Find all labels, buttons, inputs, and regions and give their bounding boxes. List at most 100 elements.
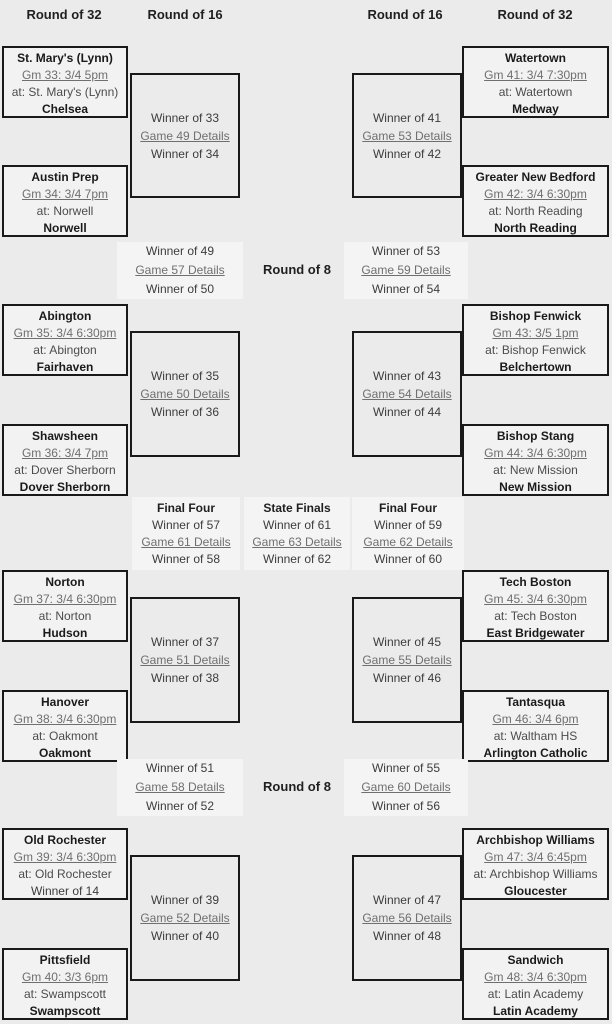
game-details-link[interactable]: Game 59 Details	[361, 263, 451, 277]
team-name: Oakmont	[38, 746, 91, 760]
final-four-title: Final Four	[379, 501, 437, 515]
winner-label: Winner of 58	[151, 552, 221, 566]
winner-label: Winner of 35	[150, 369, 220, 383]
game-details-link[interactable]: Gm 43: 3/5 1pm	[492, 326, 579, 340]
game-details-link[interactable]: Game 57 Details	[135, 263, 225, 277]
team-name: North Reading	[494, 221, 577, 235]
team-name: Belchertown	[499, 360, 572, 374]
matchup-gm-35: Abington Gm 35: 3/4 6:30pm at: Abington …	[2, 304, 128, 376]
header-round-of-16-left: Round of 16	[147, 7, 223, 22]
game-details-link[interactable]: Game 54 Details	[362, 387, 452, 401]
game-details-link[interactable]: Game 52 Details	[140, 911, 230, 925]
winner-label: Winner of 56	[371, 799, 441, 813]
team-name: Tantasqua	[505, 695, 566, 709]
venue-label: at: Dover Sherborn	[14, 463, 116, 477]
game-details-link[interactable]: Game 49 Details	[140, 128, 230, 143]
team-name: Hudson	[42, 626, 88, 640]
game-details-link[interactable]: Game 63 Details	[252, 535, 342, 549]
game-details-link[interactable]: Game 50 Details	[140, 387, 230, 401]
venue-label: at: Old Rochester	[18, 867, 112, 881]
matchup-gm-45: Tech Boston Gm 45: 3/4 6:30pm at: Tech B…	[462, 570, 609, 642]
game-details-link[interactable]: Gm 42: 3/4 6:30pm	[484, 187, 587, 201]
venue-label: at: Swampscott	[23, 987, 107, 1001]
game-details-link[interactable]: Gm 36: 3/4 7pm	[21, 446, 109, 460]
game-details-link[interactable]: Game 56 Details	[362, 911, 452, 925]
final-four-block-left: Final Four Winner of 57 Game 61 Details …	[132, 497, 240, 570]
winner-label: Winner of 59	[373, 518, 443, 532]
winner-label: Winner of 41	[372, 110, 442, 125]
matchup-gm-41: Watertown Gm 41: 3/4 7:30pm at: Watertow…	[462, 46, 609, 118]
connector-game-56: Winner of 47 Game 56 Details Winner of 4…	[352, 855, 462, 981]
connector-game-55: Winner of 45 Game 55 Details Winner of 4…	[352, 597, 462, 723]
winner-placeholder: Winner of 14	[30, 884, 100, 898]
game-details-link[interactable]: Game 55 Details	[362, 653, 452, 667]
matchup-gm-37: Norton Gm 37: 3/4 6:30pm at: Norton Huds…	[2, 570, 128, 642]
team-name: Arlington Catholic	[483, 746, 588, 760]
team-name: Hanover	[40, 695, 90, 709]
round8-block-game-60: Winner of 55 Game 60 Details Winner of 5…	[344, 759, 468, 816]
game-details-link[interactable]: Gm 39: 3/4 6:30pm	[13, 850, 117, 864]
winner-label: Winner of 62	[262, 552, 332, 566]
connector-game-53: Winner of 41 Game 53 Details Winner of 4…	[352, 73, 462, 198]
matchup-gm-40: Pittsfield Gm 40: 3/3 6pm at: Swampscott…	[2, 948, 128, 1020]
winner-label: Winner of 54	[371, 282, 441, 296]
connector-game-50: Winner of 35 Game 50 Details Winner of 3…	[130, 331, 240, 457]
winner-label: Winner of 60	[373, 552, 443, 566]
winner-label: Winner of 43	[372, 369, 442, 383]
team-name: Sandwich	[507, 953, 564, 967]
winner-label: Winner of 47	[372, 893, 442, 907]
connector-game-54: Winner of 43 Game 54 Details Winner of 4…	[352, 331, 462, 457]
matchup-gm-46: Tantasqua Gm 46: 3/4 6pm at: Waltham HS …	[462, 690, 609, 762]
game-details-link[interactable]: Gm 46: 3/4 6pm	[492, 712, 579, 726]
winner-label: Winner of 33	[150, 110, 220, 125]
winner-label: Winner of 48	[372, 929, 442, 943]
game-details-link[interactable]: Gm 48: 3/4 6:30pm	[484, 970, 587, 984]
connector-game-49: Winner of 33 Game 49 Details Winner of 3…	[130, 73, 240, 198]
matchup-gm-34: Austin Prep Gm 34: 3/4 7pm at: Norwell N…	[2, 165, 128, 237]
winner-label: Winner of 50	[145, 282, 215, 296]
matchup-gm-33: St. Mary's (Lynn) Gm 33: 3/4 5pm at: St.…	[2, 46, 128, 118]
game-details-link[interactable]: Gm 44: 3/4 6:30pm	[484, 446, 587, 460]
winner-label: Winner of 51	[145, 761, 215, 775]
venue-label: at: Waltham HS	[493, 729, 578, 743]
team-name: St. Mary's (Lynn)	[17, 51, 113, 65]
game-details-link[interactable]: Game 61 Details	[141, 535, 231, 549]
game-details-link[interactable]: Gm 38: 3/4 6:30pm	[13, 712, 117, 726]
team-name: Pittsfield	[39, 953, 91, 967]
team-name: Bishop Stang	[496, 429, 575, 443]
winner-label: Winner of 36	[150, 405, 220, 419]
team-name: Medway	[512, 102, 559, 116]
game-details-link[interactable]: Gm 35: 3/4 6:30pm	[13, 326, 117, 340]
game-details-link[interactable]: Game 51 Details	[140, 653, 230, 667]
round8-block-game-58: Winner of 51 Game 58 Details Winner of 5…	[117, 759, 243, 816]
venue-label: at: New Mission	[493, 463, 578, 477]
team-name: Tech Boston	[499, 575, 572, 589]
venue-label: at: Abington	[33, 343, 97, 357]
matchup-gm-48: Sandwich Gm 48: 3/4 6:30pm at: Latin Aca…	[462, 948, 609, 1020]
header-round-of-32-right: Round of 32	[497, 7, 573, 22]
state-finals-title: State Finals	[263, 501, 331, 515]
game-details-link[interactable]: Game 53 Details	[362, 128, 452, 143]
game-details-link[interactable]: Gm 40: 3/3 6pm	[21, 970, 109, 984]
game-details-link[interactable]: Game 60 Details	[361, 780, 451, 794]
matchup-gm-38: Hanover Gm 38: 3/4 6:30pm at: Oakmont Oa…	[2, 690, 128, 762]
game-details-link[interactable]: Gm 37: 3/4 6:30pm	[13, 592, 117, 606]
team-name: Norwell	[43, 221, 87, 235]
game-details-link[interactable]: Gm 41: 3/4 7:30pm	[484, 68, 587, 82]
game-details-link[interactable]: Game 58 Details	[135, 780, 225, 794]
matchup-gm-42: Greater New Bedford Gm 42: 3/4 6:30pm at…	[462, 165, 609, 237]
team-name: Archbishop Williams	[476, 833, 595, 847]
winner-label: Winner of 52	[145, 799, 215, 813]
matchup-gm-39: Old Rochester Gm 39: 3/4 6:30pm at: Old …	[2, 828, 128, 900]
team-name: East Bridgewater	[486, 626, 585, 640]
winner-label: Winner of 46	[372, 671, 442, 685]
venue-label: at: Norwell	[36, 204, 94, 218]
game-details-link[interactable]: Game 62 Details	[363, 535, 453, 549]
winner-label: Winner of 42	[372, 146, 442, 161]
team-name: Shawsheen	[31, 429, 99, 443]
game-details-link[interactable]: Gm 47: 3/4 6:45pm	[484, 850, 587, 864]
game-details-link[interactable]: Gm 45: 3/4 6:30pm	[484, 592, 587, 606]
winner-label: Winner of 49	[145, 244, 215, 258]
game-details-link[interactable]: Gm 34: 3/4 7pm	[21, 187, 109, 201]
game-details-link[interactable]: Gm 33: 3/4 5pm	[21, 68, 109, 82]
